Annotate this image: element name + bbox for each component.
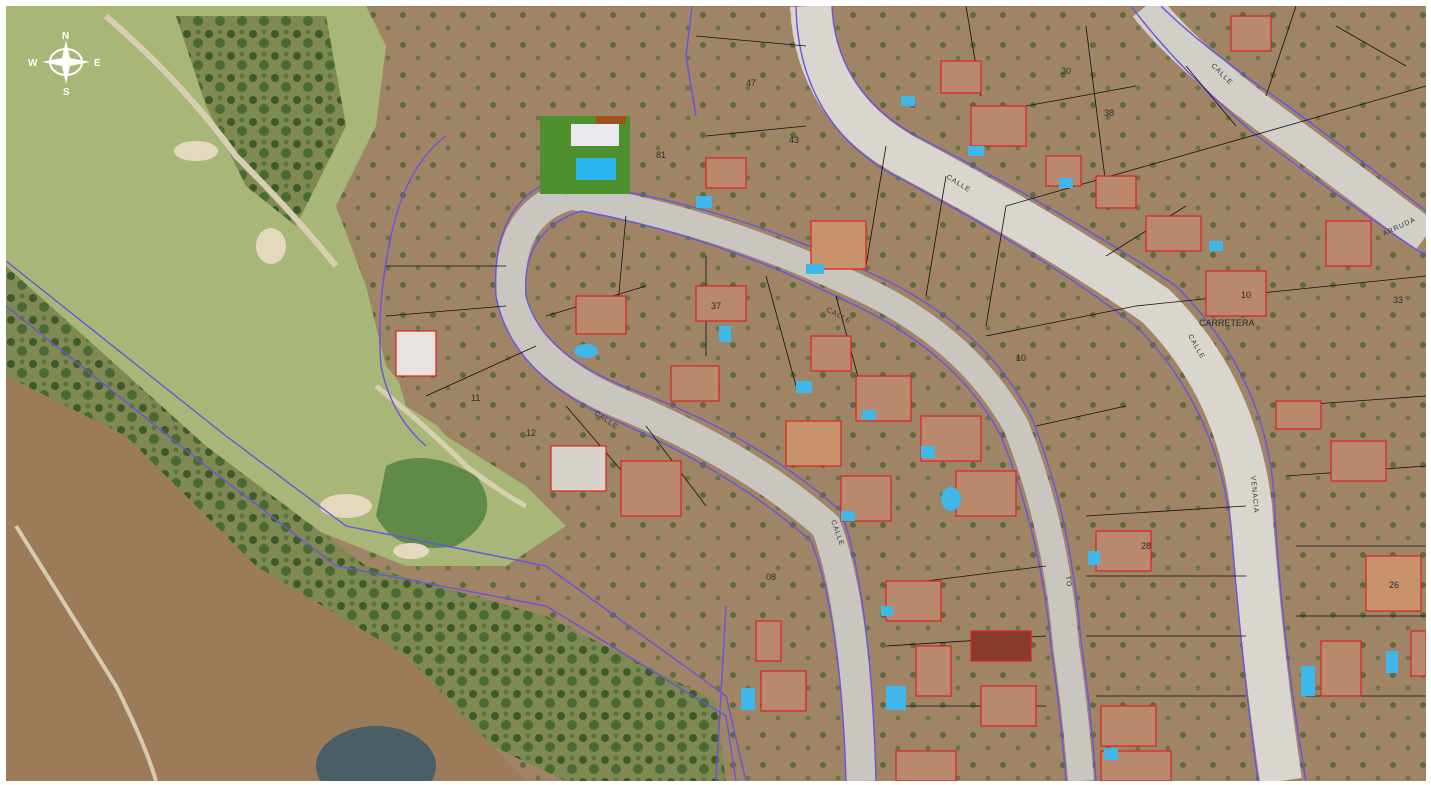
compass-rose: N S W E (28, 31, 101, 98)
parcel-number: 12 (526, 428, 536, 438)
parcel-number: 38 (1104, 108, 1114, 118)
parcel-number: 10 (1016, 353, 1026, 363)
map-canvas: CALLE CALLE CALLE CALLE ARRUDA CALLE VEN… (6, 6, 1426, 781)
parcel-number: 47 (746, 78, 756, 88)
place-label: CARRETERA (1199, 318, 1255, 328)
street-label-to: TO (1064, 576, 1072, 588)
road-loop-inner (564, 183, 1094, 781)
compass-s: S (63, 87, 70, 98)
compass-n: N (62, 31, 69, 42)
compass-w: W (28, 58, 38, 69)
green (376, 458, 488, 548)
parcel-number: 11 (471, 393, 480, 403)
parcel-number: 43 (789, 135, 799, 145)
cart-path (104, 13, 339, 268)
trail (14, 524, 158, 781)
parcel-number: 26 (1389, 580, 1399, 590)
road-main-curve (790, 6, 1302, 781)
tree-cluster (176, 16, 346, 226)
street-label-venacia: VENACIA (1249, 476, 1259, 514)
sand-trap (256, 228, 286, 264)
pond (316, 726, 436, 781)
road-loop (495, 181, 876, 781)
buildings (395, 15, 1426, 781)
sand-trap (174, 141, 218, 161)
dry-land (6, 376, 526, 781)
parcel-number: 81 (656, 150, 666, 160)
parcel-number: 33 (1393, 295, 1403, 305)
boundary-lines (6, 6, 1426, 781)
parcel-number: 08 (766, 572, 776, 582)
project-site[interactable] (540, 116, 630, 194)
parcel-number: 37 (711, 301, 721, 311)
sand-trap (393, 543, 429, 559)
sand-trap (320, 494, 372, 518)
parcel-number: 10 (1241, 290, 1251, 300)
parcel-lines (385, 6, 1426, 707)
tree-belt (6, 266, 766, 781)
parcel-number: 28 (1141, 541, 1151, 551)
parcel-number: 30 (1061, 66, 1071, 76)
cart-path (374, 384, 528, 509)
aerial-map[interactable]: CALLE CALLE CALLE CALLE ARRUDA CALLE VEN… (6, 6, 1426, 781)
road-ne (1132, 6, 1426, 250)
compass-e: E (94, 58, 101, 69)
pools (574, 96, 1398, 760)
